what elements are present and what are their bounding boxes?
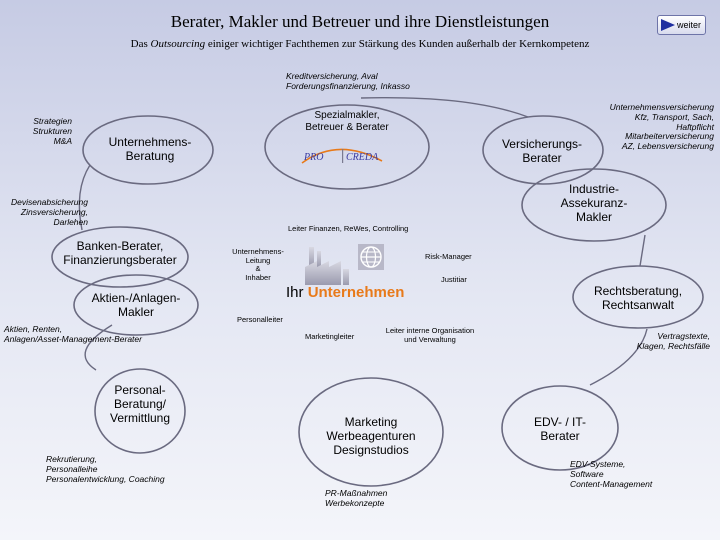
ellipse-personal bbox=[94, 368, 186, 454]
node-edv-berater: EDV- / IT-Berater bbox=[533, 415, 586, 443]
ellipse-unternehmensberatung bbox=[82, 115, 214, 185]
node-versicherungsberater: Versicherungs-Berater bbox=[501, 137, 583, 165]
ellipse-edv bbox=[501, 385, 619, 471]
globe-icon bbox=[358, 244, 384, 270]
ellipse-banken bbox=[51, 226, 189, 288]
connector-left bbox=[84, 324, 113, 371]
role-leitung: Unternehmens-Leitung&Inhaber bbox=[232, 247, 284, 282]
connector-right bbox=[639, 234, 646, 267]
role-risk-manager: Risk-Manager bbox=[425, 252, 472, 261]
play-arrow-icon bbox=[661, 19, 675, 31]
node-rechtsberatung: Rechtsberatung,Rechtsanwalt bbox=[593, 284, 683, 312]
note-vertragstexte: Vertragstexte,Klagen, Rechtsfälle bbox=[636, 331, 710, 351]
ellipse-marketing bbox=[298, 377, 444, 487]
logo-text-right: CREDA bbox=[346, 152, 379, 163]
role-justitiar: Justitiar bbox=[441, 275, 467, 284]
ellipse-spezialmakler bbox=[264, 104, 430, 190]
next-button-label: weiter bbox=[676, 20, 701, 30]
page-subtitle: Das Outsourcing einiger wichtiger Fachth… bbox=[130, 38, 590, 50]
node-banken-berater: Banken-Berater,Finanzierungsberater bbox=[63, 239, 177, 267]
node-spezialmakler: Spezialmakler,Betreuer & Berater bbox=[305, 110, 389, 133]
role-finanzen: Leiter Finanzen, ReWes, Controlling bbox=[288, 224, 409, 233]
connector-upper-left bbox=[78, 164, 91, 231]
logo-text-left: PRO bbox=[303, 152, 323, 163]
ellipse-rechtsberatung bbox=[572, 265, 704, 329]
center-company-title: Ihr Unternehmen bbox=[286, 284, 405, 301]
node-aktien-makler: Aktien-/Anlagen-Makler bbox=[91, 291, 181, 319]
note-aktien-renten: Aktien, Renten,Anlagen/Asset-Management-… bbox=[4, 324, 142, 344]
factory-icon bbox=[305, 247, 349, 285]
node-personalberatung: Personal-Beratung/Vermittlung bbox=[109, 383, 171, 425]
node-industrie-assekuranzmakler: Industrie-Assekuranz-Makler bbox=[560, 182, 628, 224]
ellipse-versicherungsberater bbox=[482, 115, 604, 185]
node-unternehmensberatung: Unternehmens-Beratung bbox=[108, 135, 192, 163]
ellipse-industrie bbox=[521, 168, 667, 242]
ellipse-aktien bbox=[73, 274, 199, 336]
connector-top bbox=[360, 96, 529, 118]
role-marketing: Marketingleiter bbox=[305, 332, 355, 341]
page-title: Berater, Makler und Betreuer und ihre Di… bbox=[170, 12, 550, 31]
connector-lower-right bbox=[589, 328, 648, 386]
procreda-logo: PRO CREDA bbox=[301, 148, 383, 164]
role-personal: Personalleiter bbox=[237, 315, 283, 324]
next-button[interactable]: weiter bbox=[657, 15, 706, 35]
